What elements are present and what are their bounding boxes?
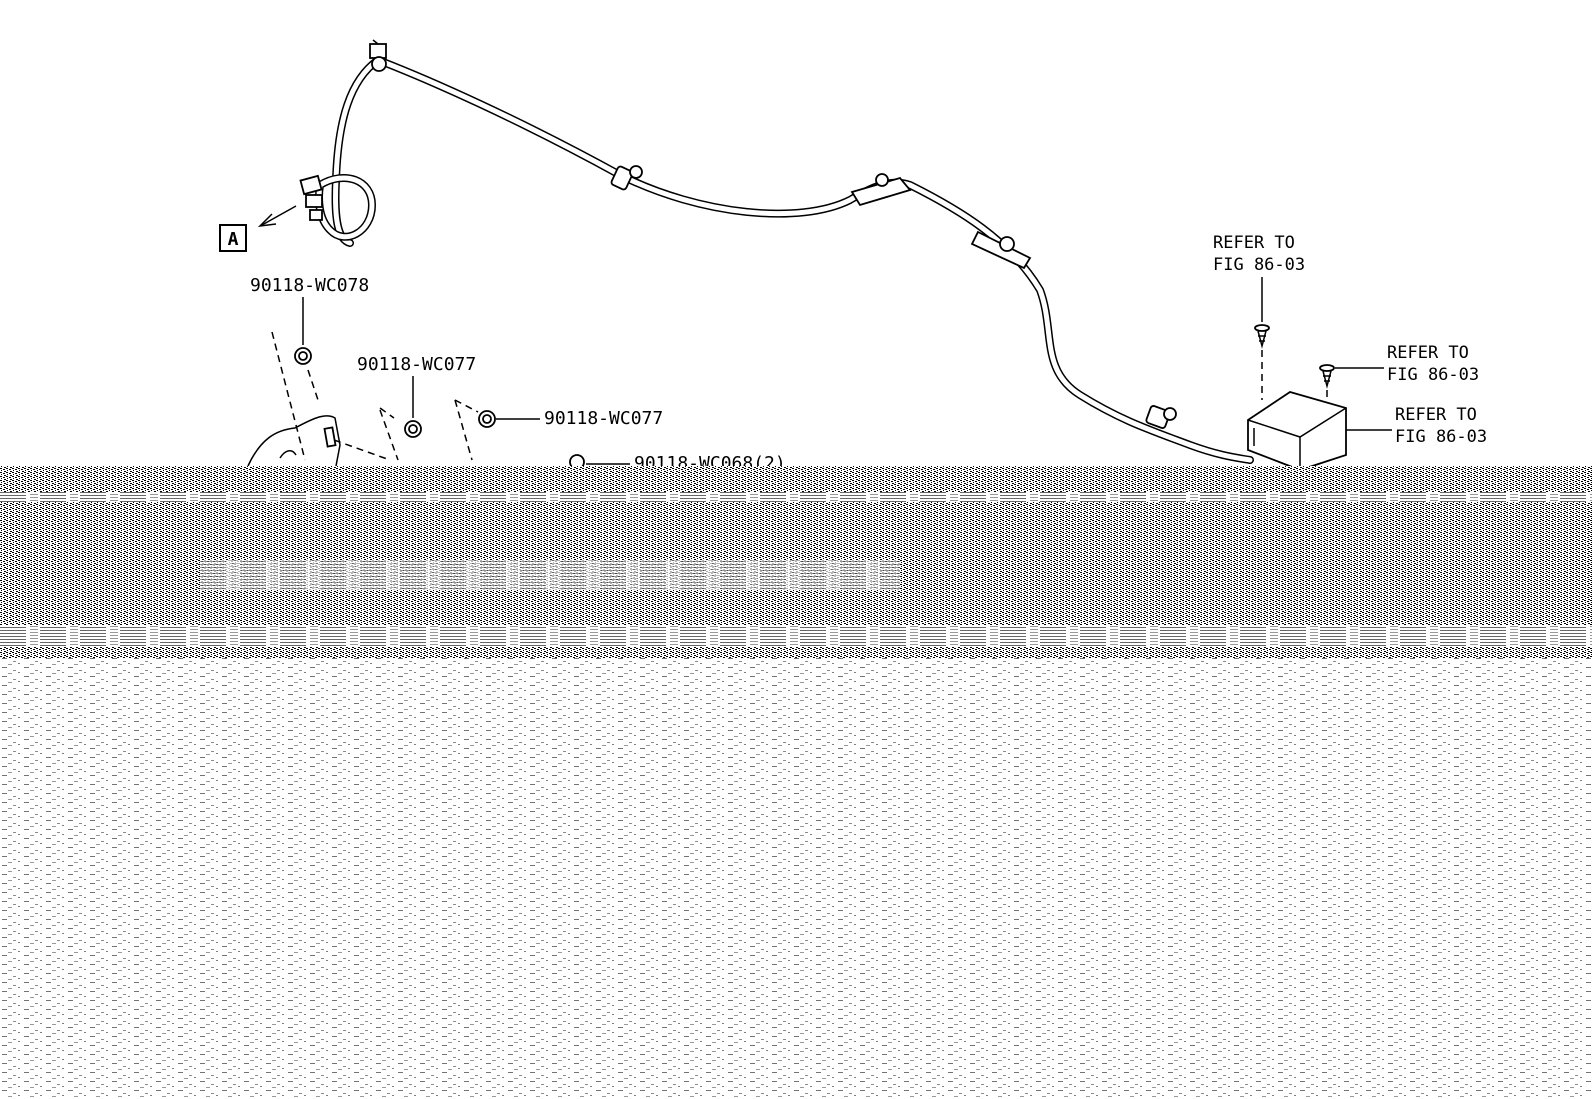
refer-mid-line2: FIG 86-03 xyxy=(1387,365,1479,385)
refer-top-line2: FIG 86-03 xyxy=(1213,255,1305,275)
label-90118-wc077-left: 90118-WC077 xyxy=(357,354,476,375)
control-module-box[interactable] xyxy=(1247,391,1347,471)
refer-fig-86-03-mid[interactable]: REFER TO FIG 86-03 xyxy=(1319,343,1479,460)
screw-icon xyxy=(1254,324,1270,349)
noise-band-streak-3 xyxy=(0,625,1592,647)
wire-clip-4 xyxy=(1145,405,1177,429)
part-90118-wc078[interactable]: 90118-WC078 xyxy=(250,275,369,461)
refer-fig-86-03-top[interactable]: REFER TO FIG 86-03 xyxy=(1213,233,1305,400)
refer-right-line2: FIG 86-03 xyxy=(1395,427,1487,447)
label-90118-wc077-right: 90118-WC077 xyxy=(544,408,663,429)
wire-clip-1 xyxy=(610,165,643,191)
part-90118-wc077-right[interactable]: 90118-WC077 xyxy=(454,399,663,461)
noise-field-sparse xyxy=(0,658,1592,1099)
connector-a-housing xyxy=(299,174,323,221)
top-wire-clip xyxy=(369,39,387,72)
noise-band-streak-1 xyxy=(0,492,1592,502)
refer-fig-86-03-right[interactable]: REFER TO FIG 86-03 xyxy=(1346,405,1487,447)
label-90118-wc078: 90118-WC078 xyxy=(250,275,369,296)
image-corruption-region xyxy=(0,466,1592,1099)
screw-icon xyxy=(1319,364,1335,389)
callout-a-arrow xyxy=(257,205,297,228)
harness-bracket xyxy=(247,415,391,467)
refer-mid-line1: REFER TO xyxy=(1387,343,1469,363)
wire-clip-3 xyxy=(970,230,1032,270)
callout-a-letter: A xyxy=(228,229,239,250)
refer-right-line1: REFER TO xyxy=(1395,405,1477,425)
noise-band-streak-2 xyxy=(200,560,900,590)
wire-clip-2 xyxy=(850,173,912,207)
refer-top-line1: REFER TO xyxy=(1213,233,1295,253)
callout-a-marker[interactable]: A xyxy=(219,224,247,252)
part-90118-wc077-left[interactable]: 90118-WC077 xyxy=(357,354,476,461)
wire-harness xyxy=(315,56,1254,464)
